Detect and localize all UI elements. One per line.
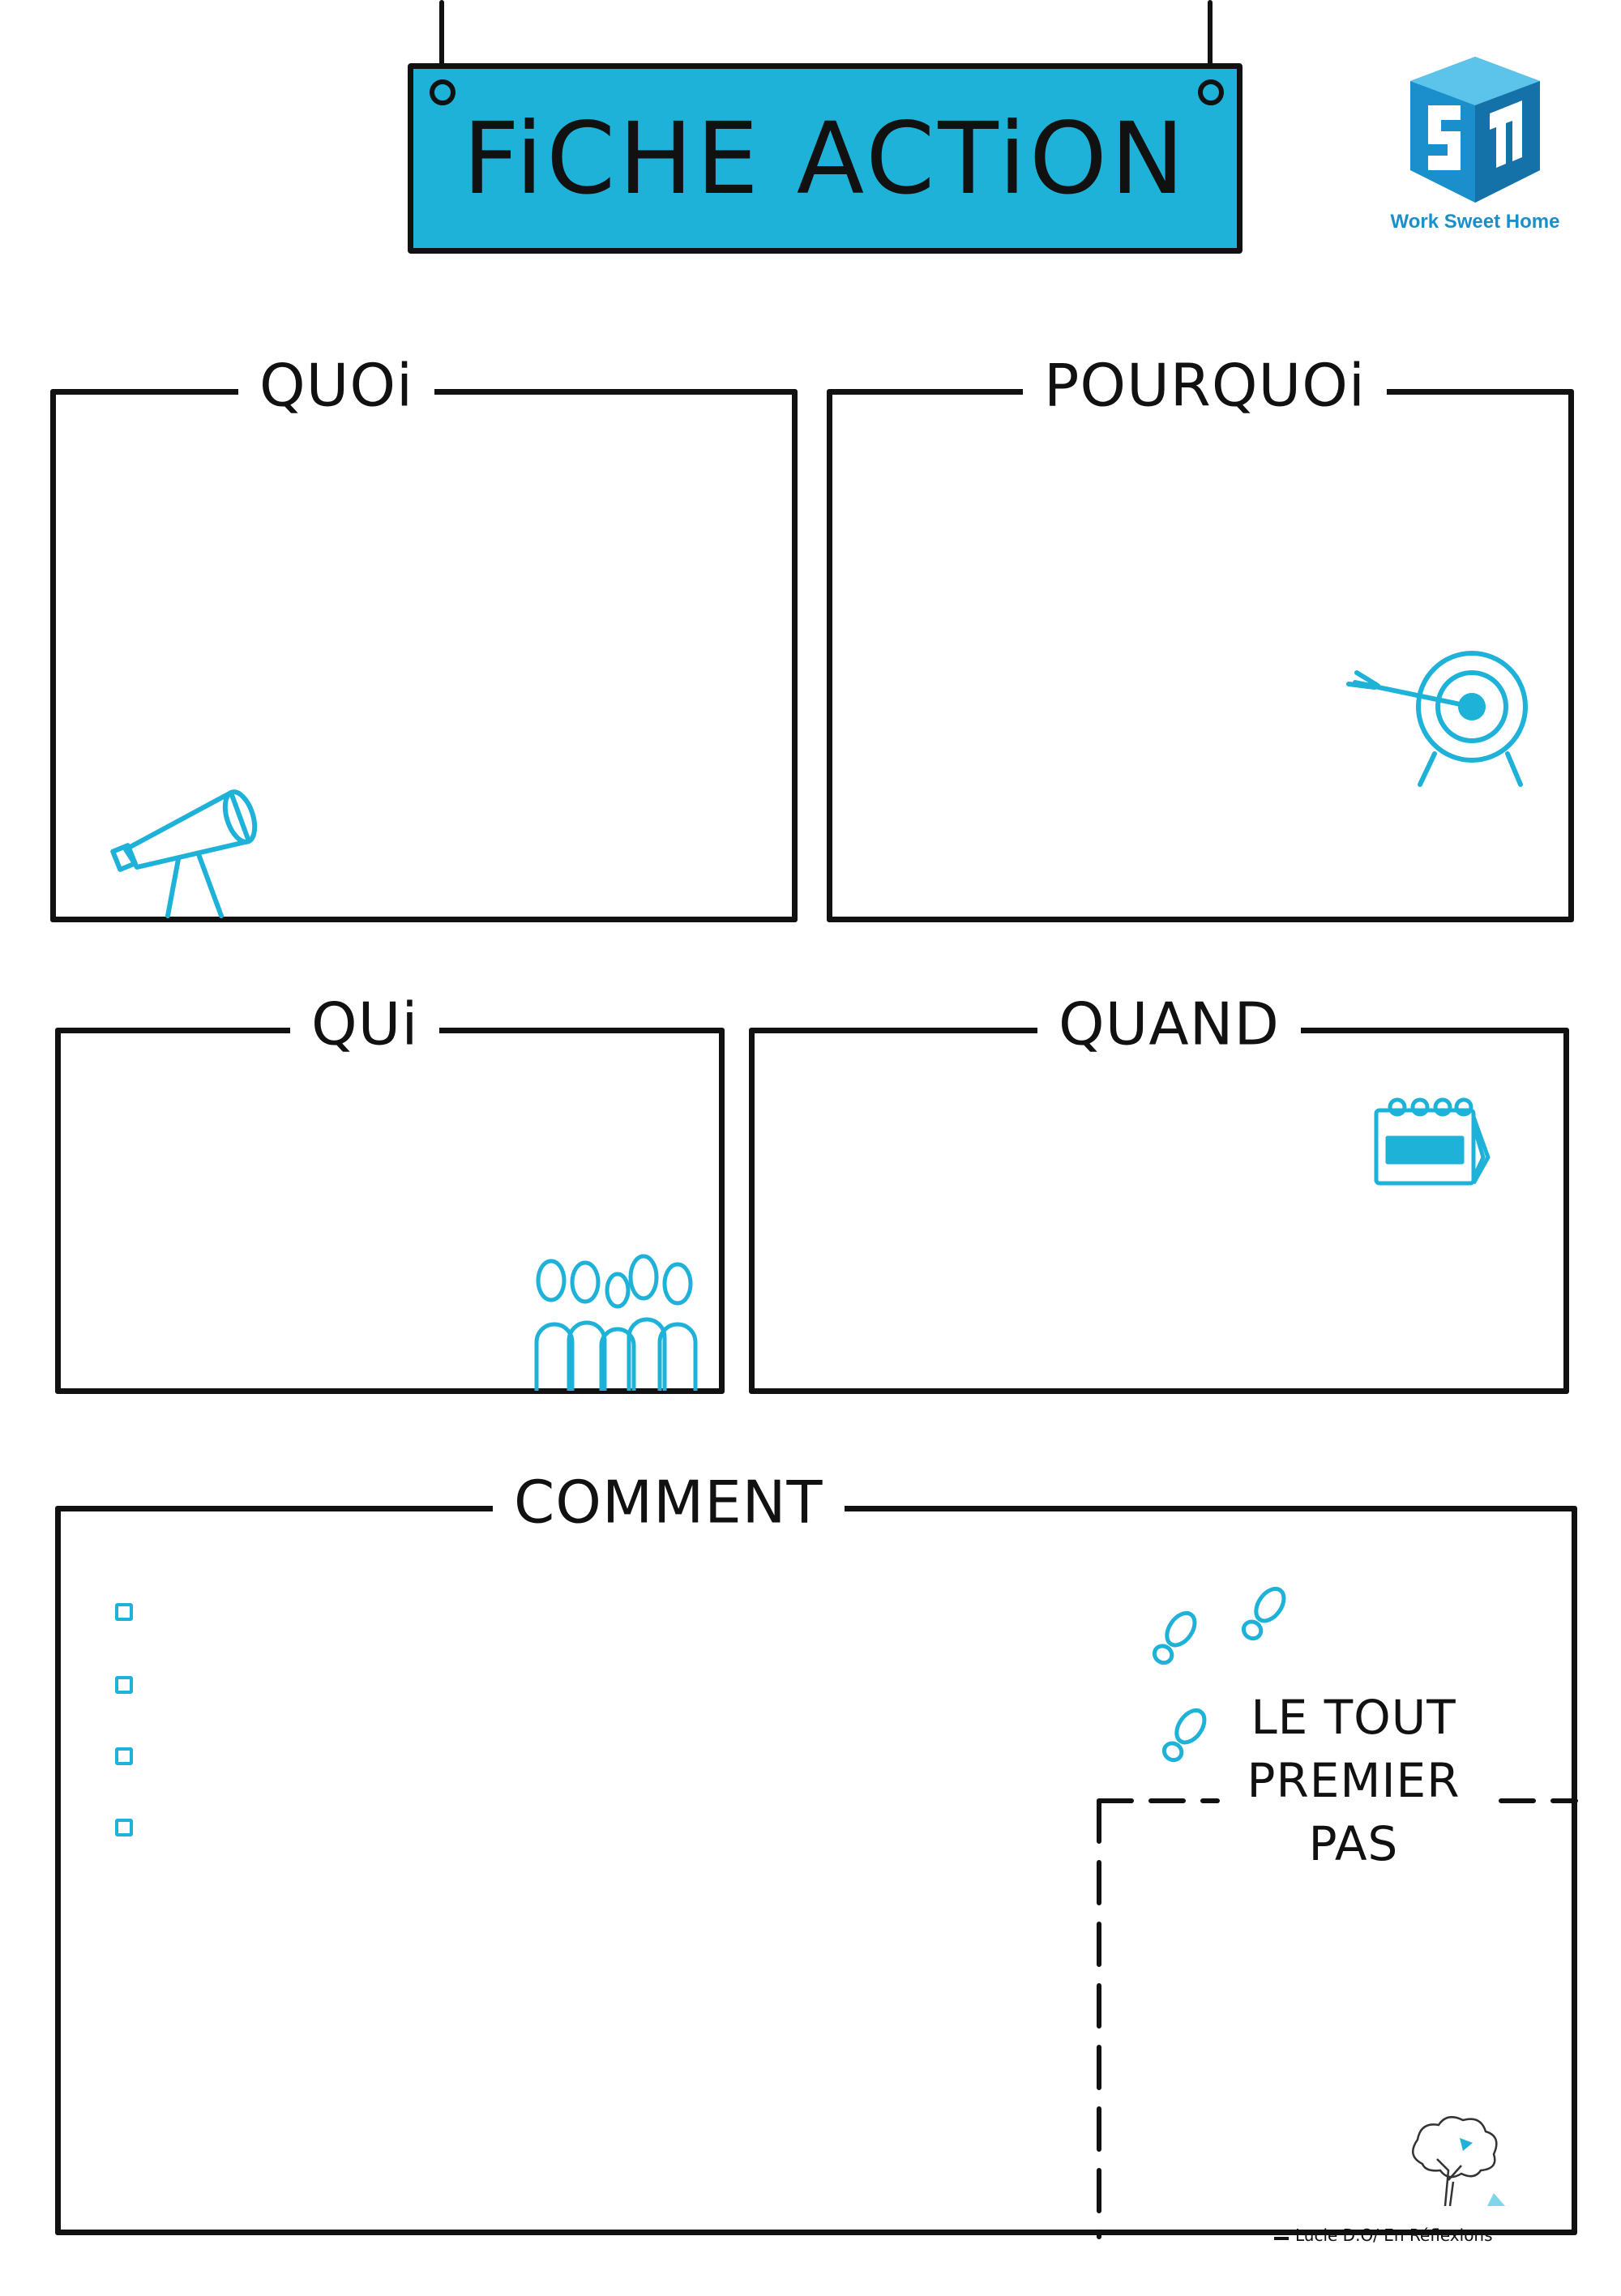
- quand-box[interactable]: [749, 1028, 1569, 1394]
- checkbox-1[interactable]: [115, 1603, 133, 1621]
- telescope-icon: [110, 789, 258, 918]
- comment-label: COMMENT: [493, 1465, 845, 1539]
- sign-rope-left: [439, 0, 444, 75]
- first-step-label: LE TOUT PREMIER PAS: [1216, 1686, 1491, 1875]
- target-icon: [1346, 651, 1528, 787]
- checkbox-3[interactable]: [115, 1747, 133, 1765]
- sign-hook-left: [430, 79, 456, 105]
- first-step-dashed-frame: [1097, 1798, 1578, 2239]
- footsteps-icon: [1152, 1586, 1286, 1763]
- house-cube-icon: [1410, 57, 1540, 203]
- brand-logo: Work Sweet Home: [1378, 49, 1572, 251]
- sign-hook-right: [1198, 79, 1224, 105]
- sign-rope-right: [1208, 0, 1213, 75]
- logo-text: Work Sweet Home: [1390, 211, 1560, 233]
- credit-text: Lucie D.O/ En Réflexions: [1295, 2225, 1493, 2245]
- tree-icon: [1412, 2115, 1505, 2207]
- calendar-icon: [1374, 1097, 1491, 1186]
- checkbox-4[interactable]: [115, 1819, 133, 1836]
- title-sign: FiCHE ACTiON: [408, 63, 1242, 254]
- quand-label: QUAND: [1037, 987, 1301, 1061]
- checkbox-2[interactable]: [115, 1676, 133, 1694]
- first-step-line1: LE TOUT: [1251, 1690, 1456, 1745]
- people-group-icon: [534, 1254, 698, 1391]
- credit-underline: [1274, 2237, 1289, 2240]
- quoi-label: QUOi: [238, 348, 435, 422]
- qui-label: QUi: [290, 987, 440, 1061]
- first-step-line2: PREMIER PAS: [1247, 1753, 1461, 1871]
- pourquoi-label: POURQUOi: [1023, 348, 1387, 422]
- page-title: FiCHE ACTiON: [462, 100, 1188, 216]
